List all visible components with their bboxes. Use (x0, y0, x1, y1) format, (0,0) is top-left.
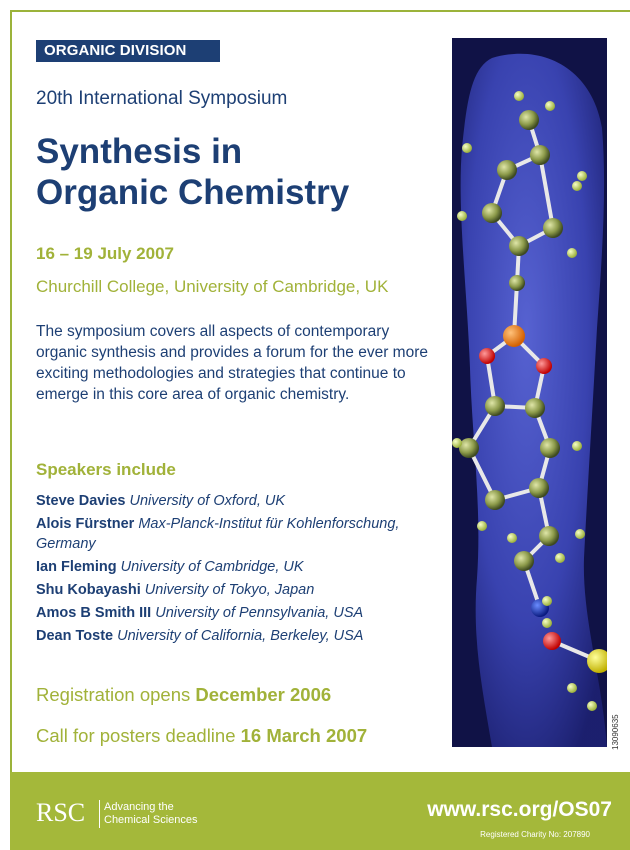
speaker-name: Amos B Smith III (36, 605, 152, 621)
page-title: Synthesis in Organic Chemistry (36, 131, 436, 213)
list-item: Alois Fürstner Max-Planck-Institut für K… (36, 514, 446, 554)
symposium-subtitle: 20th International Symposium (36, 88, 288, 109)
event-venue: Churchill College, University of Cambrid… (36, 277, 389, 296)
division-badge: ORGANIC DIVISION (36, 40, 220, 62)
posters-date: 16 March 2007 (240, 725, 368, 746)
posters-prefix: Call for posters deadline (36, 725, 236, 746)
speaker-affiliation: University of Pennsylvania, USA (155, 605, 364, 621)
speaker-name: Ian Fleming (36, 559, 117, 575)
molecule-image (452, 38, 607, 747)
page-frame (10, 10, 630, 850)
footer-bar: RSC Advancing the Chemical Sciences www.… (10, 772, 630, 850)
list-item: Amos B Smith III University of Pennsylva… (36, 603, 446, 623)
rsc-logo: RSC (36, 798, 86, 827)
registration-prefix: Registration opens (36, 684, 191, 705)
title-line-1: Synthesis in (36, 132, 243, 171)
event-url-link[interactable]: www.rsc.org/OS07 (427, 798, 612, 821)
speaker-affiliation: University of Cambridge, UK (120, 559, 304, 575)
speakers-list: Steve Davies University of Oxford, UK Al… (36, 491, 446, 649)
image-code: 13090635 (611, 714, 620, 750)
list-item: Shu Kobayashi University of Tokyo, Japan (36, 580, 446, 600)
speaker-name: Shu Kobayashi (36, 582, 141, 598)
title-line-2: Organic Chemistry (36, 173, 350, 212)
rsc-tagline: Advancing the Chemical Sciences (104, 801, 214, 827)
tagline-line-2: Chemical Sciences (104, 814, 198, 826)
speaker-affiliation: Max-Planck-Institut für Kohlenforschung,… (36, 516, 400, 552)
event-description: The symposium covers all aspects of cont… (36, 323, 428, 403)
speaker-affiliation: University of California, Berkeley, USA (117, 628, 364, 644)
registration-date: December 2006 (195, 684, 332, 705)
speaker-name: Steve Davies (36, 493, 126, 509)
logo-divider (99, 800, 100, 828)
speakers-heading: Speakers include (36, 460, 176, 479)
registration-notice: Registration opens December 2006 (36, 684, 331, 706)
posters-notice: Call for posters deadline 16 March 2007 (36, 725, 367, 747)
speaker-affiliation: University of Tokyo, Japan (144, 582, 315, 598)
charity-number: Registered Charity No: 207890 (480, 830, 590, 839)
list-item: Ian Fleming University of Cambridge, UK (36, 557, 446, 577)
list-item: Dean Toste University of California, Ber… (36, 626, 446, 646)
speaker-name: Dean Toste (36, 628, 114, 644)
event-dates: 16 – 19 July 2007 (36, 244, 175, 263)
molecule-illustration (452, 53, 607, 747)
speaker-name: Alois Fürstner (36, 516, 135, 532)
list-item: Steve Davies University of Oxford, UK (36, 491, 446, 511)
speaker-affiliation: University of Oxford, UK (129, 493, 286, 509)
tagline-line-1: Advancing the (104, 801, 174, 813)
